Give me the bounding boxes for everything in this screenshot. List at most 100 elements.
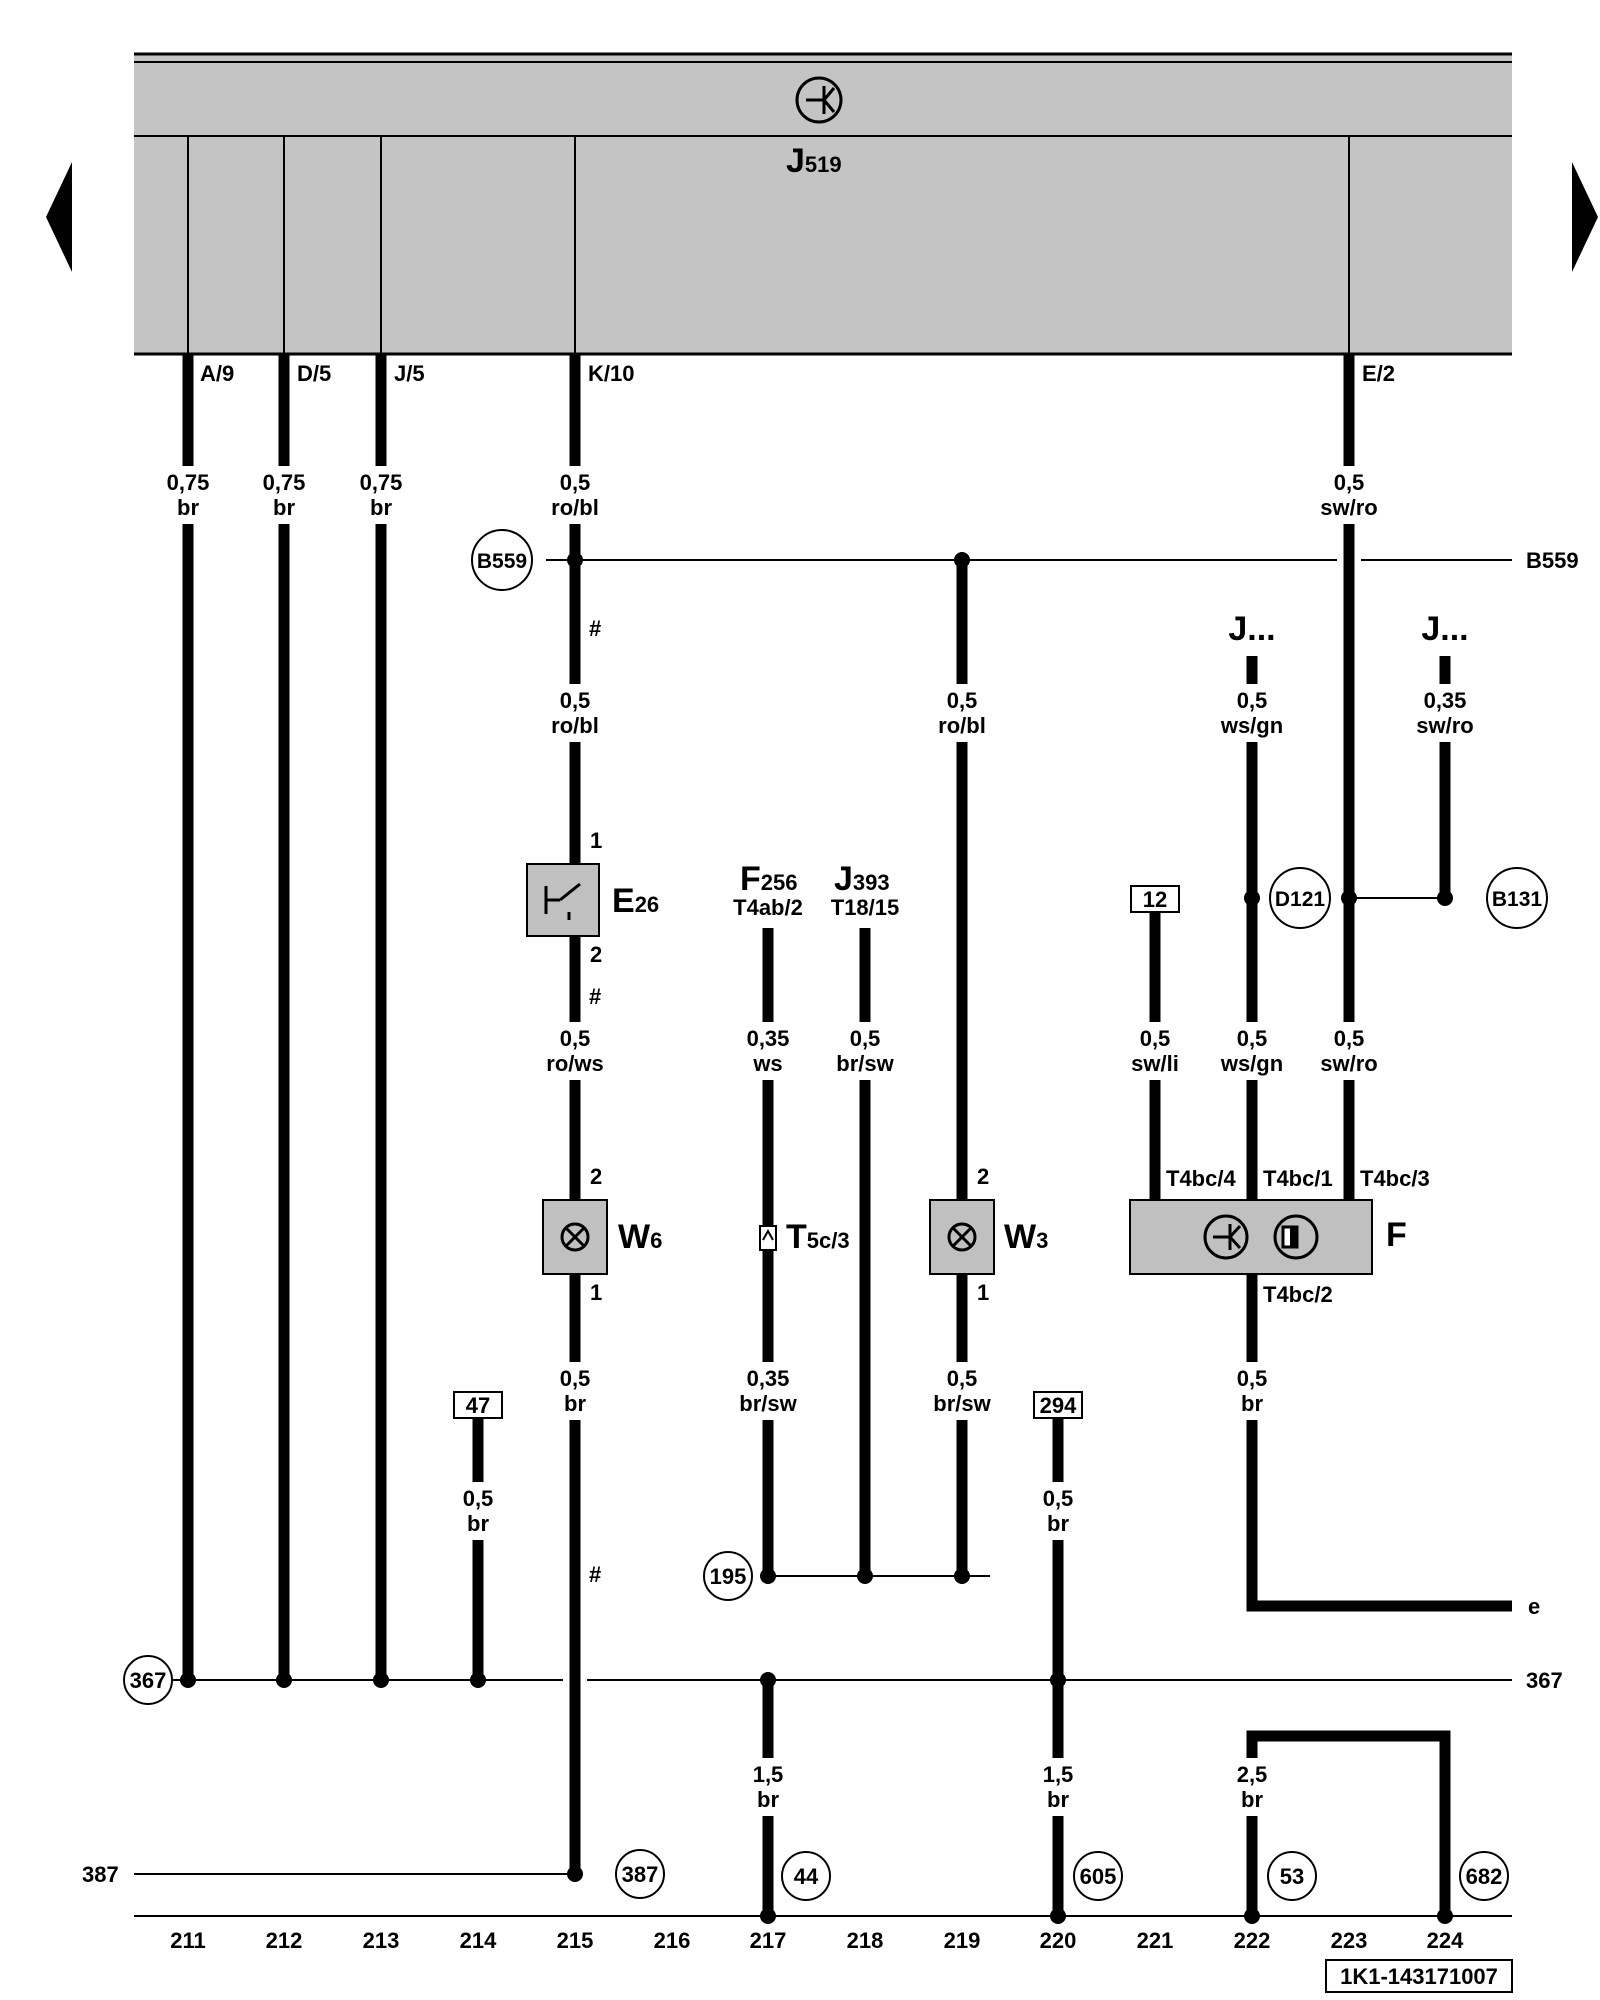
wire-spec-color: br — [1047, 1511, 1069, 1536]
wire-spec-size: 0,5 — [1140, 1026, 1171, 1051]
wire-spec-color: ro/ws — [546, 1051, 603, 1076]
wire-spec-size: 0,5 — [463, 1486, 494, 1511]
control-unit-symbol-icon — [1203, 1214, 1249, 1260]
track-number: 218 — [847, 1928, 884, 1953]
lamp-w3[interactable]: W3 2 1 — [929, 1164, 1048, 1305]
wire-spec-size: 0,5 — [1334, 1026, 1365, 1051]
pin-e2: E/2 — [1362, 361, 1395, 386]
pin-label: T4bc/1 — [1263, 1166, 1333, 1191]
wire-spec-size: 0,5 — [560, 688, 591, 713]
wire-spec-size: 0,75 — [263, 470, 306, 495]
continuation-e: e — [1528, 1594, 1540, 1619]
track-number: 224 — [1427, 1928, 1464, 1953]
wire-spec-size: 1,5 — [753, 1762, 784, 1787]
component-subscript: 6 — [650, 1228, 662, 1253]
pin-number: 2 — [977, 1164, 989, 1189]
pin-label: T4bc/3 — [1360, 1166, 1430, 1191]
pin-number: 2 — [590, 1164, 602, 1189]
track-number: 219 — [944, 1928, 981, 1953]
svg-text:J519: J519 — [786, 142, 842, 180]
control-unit-j519: J519 — [134, 52, 1512, 356]
track-number: 222 — [1234, 1928, 1271, 1953]
reference-box: 47 — [466, 1393, 490, 1418]
pin-label: T4bc/4 — [1166, 1166, 1236, 1191]
hash-marker: # — [589, 1562, 601, 1587]
component-letter: J — [834, 860, 853, 898]
document-id-text: 1K1-143171007 — [1340, 1964, 1498, 1989]
component-j-right: J... — [1421, 610, 1468, 648]
prev-page-arrow-icon[interactable] — [46, 162, 72, 272]
pin-number: 2 — [590, 942, 602, 967]
wire-spec-size: 2,5 — [1237, 1762, 1268, 1787]
wire-spec-size: 1,5 — [1043, 1762, 1074, 1787]
wire-spec-size: 0,35 — [1424, 688, 1467, 713]
wire-spec-color: ws — [752, 1051, 782, 1076]
switch-icon — [544, 882, 581, 920]
wire-spec-color: br — [757, 1787, 779, 1812]
svg-text:W3: W3 — [1004, 1218, 1048, 1256]
svg-text:F256: F256 — [740, 860, 798, 898]
connector-b559: B559 — [477, 550, 527, 573]
wire-spec-size: 0,35 — [747, 1366, 790, 1391]
wire-spec-color: br — [273, 495, 295, 520]
wire-spec-color: sw/ro — [1416, 713, 1473, 738]
component-subscript: 3 — [1036, 1228, 1048, 1253]
component-subscript: 5c/3 — [807, 1228, 850, 1253]
wire-spec-color: br/sw — [933, 1391, 991, 1416]
component-f[interactable]: F T4bc/4 T4bc/1 T4bc/3 T4bc/2 — [1129, 1166, 1430, 1307]
wire-spec-size: 0,5 — [947, 688, 978, 713]
component-pin: T18/15 — [831, 895, 900, 920]
track-number: 217 — [750, 1928, 787, 1953]
component-pin: T4ab/2 — [733, 895, 803, 920]
wire-spec-size: 0,5 — [1237, 1366, 1268, 1391]
control-unit-symbol-icon — [795, 76, 843, 124]
connector-b131: B131 — [1492, 888, 1543, 911]
track-number: 220 — [1040, 1928, 1077, 1953]
svg-text:E26: E26 — [612, 882, 659, 920]
switch-e26[interactable]: E26 1 2 — [526, 828, 659, 967]
connector-d121: D121 — [1275, 888, 1326, 911]
connector-44: 44 — [794, 1864, 819, 1889]
wire-spec-color: br — [1047, 1787, 1069, 1812]
wire-spec-color: br — [370, 495, 392, 520]
reference-box: 294 — [1040, 1393, 1077, 1418]
component-j-left: J... — [1228, 610, 1275, 648]
connector-387-left: 387 — [82, 1862, 119, 1887]
component-letter: F — [740, 860, 761, 898]
hash-marker: # — [589, 616, 601, 641]
svg-text:T5c/3: T5c/3 — [786, 1218, 850, 1256]
pin-j5: J/5 — [394, 361, 425, 386]
component-letter: T — [786, 1218, 807, 1256]
component-subscript: 393 — [853, 870, 890, 895]
wire-spec-color: sw/ro — [1320, 495, 1377, 520]
wire-spec-color: sw/ro — [1320, 1051, 1377, 1076]
wire-spec-size: 0,5 — [560, 1366, 591, 1391]
track-number: 214 — [460, 1928, 497, 1953]
wire-spec-color: ws/gn — [1220, 1051, 1283, 1076]
connector-t5c3: T5c/3 — [759, 1218, 850, 1256]
wire-spec-color: br/sw — [836, 1051, 894, 1076]
component-subscript: 256 — [761, 870, 798, 895]
component-letter: F — [1386, 1216, 1407, 1254]
connector-195: 195 — [710, 1564, 747, 1589]
reference-box: 12 — [1143, 887, 1167, 912]
wire-spec-color: ro/bl — [938, 713, 986, 738]
lamp-w6[interactable]: W6 2 1 — [542, 1164, 662, 1305]
wire-spec-size: 0,75 — [167, 470, 210, 495]
connector-682: 682 — [1466, 1864, 1503, 1889]
lamp-icon — [947, 1222, 977, 1252]
control-unit-subscript: 519 — [805, 152, 842, 177]
wire-spec-size: 0,5 — [1237, 1026, 1268, 1051]
track-numbers: 211 212 213 214 215 216 217 218 219 220 … — [170, 1928, 1464, 1953]
component-letter: W — [1004, 1218, 1037, 1256]
document-id: 1K1-143171007 — [1325, 1959, 1513, 1993]
track-number: 215 — [557, 1928, 594, 1953]
pin-a9: A/9 — [200, 361, 234, 386]
connector-605: 605 — [1080, 1864, 1117, 1889]
wire-spec-size: 0,75 — [360, 470, 403, 495]
svg-text:W6: W6 — [618, 1218, 662, 1256]
wire-spec-color: br — [1241, 1391, 1263, 1416]
next-page-arrow-icon[interactable] — [1572, 162, 1598, 272]
track-number: 216 — [654, 1928, 691, 1953]
connector-367: 367 — [130, 1668, 167, 1693]
